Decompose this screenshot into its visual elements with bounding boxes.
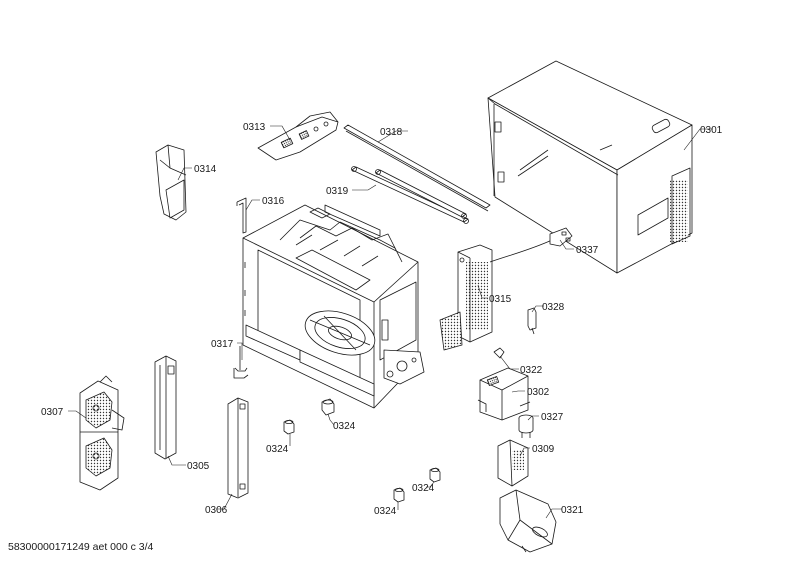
part-0309-fan-housing [498,440,528,486]
callout-0307: 0307 [41,407,64,418]
callout-0324-c: 0324 [412,483,435,494]
callout-0309: 0309 [532,444,555,455]
callout-0315: 0315 [489,294,512,305]
callout-0324-a: 0324 [333,421,356,432]
part-0306-bracket [228,398,248,498]
callout-0328: 0328 [542,302,565,313]
part-0324-screw-b [284,420,294,434]
callout-0319: 0319 [326,186,349,197]
callout-0313: 0313 [243,122,266,133]
callout-0324-b: 0324 [266,444,289,455]
leader-lines [68,125,713,519]
callout-0322: 0322 [520,365,543,376]
part-0324-screw-d [394,488,404,502]
callout-0302: 0302 [527,387,550,398]
part-0327-capacitor [519,415,533,438]
callout-0321: 0321 [561,505,584,516]
part-0324-screw-c [430,468,440,482]
part-0314-air-duct [156,145,186,220]
callout-0306: 0306 [205,505,228,516]
part-0322-cap [494,348,504,358]
part-0321-duct-housing [500,490,556,552]
part-0318-rod [344,125,490,211]
callout-0314: 0314 [194,164,217,175]
part-0316-clip [237,198,246,233]
drawing-id-footer: 58300000171249 aet 000 c 3/4 [8,541,154,553]
callout-labels: 0301 0313 0318 0314 0319 0316 0337 0315 … [41,122,723,517]
part-0301-cabinet-cover [488,61,692,273]
callout-0324-d: 0324 [374,506,397,517]
callout-0301: 0301 [700,125,723,136]
part-0315-control-board [440,245,492,350]
callout-0318: 0318 [380,127,403,138]
part-0302-transformer [478,368,530,420]
callout-0317: 0317 [211,339,234,350]
callout-0327: 0327 [541,412,564,423]
callout-0305: 0305 [187,461,210,472]
part-0317-clip [234,346,248,378]
part-0328-switch [528,308,536,334]
callout-0337: 0337 [576,245,599,256]
part-0337-power-cord [490,228,572,262]
part-0313-bracket [258,112,338,160]
callout-0316: 0316 [262,196,285,207]
part-0307-door-latch [80,376,124,490]
part-0319-heater-tubes [352,167,469,224]
part-0324-screw-a [322,399,334,415]
main-oven-cavity [243,205,424,408]
part-0305-door-strip [155,356,176,459]
